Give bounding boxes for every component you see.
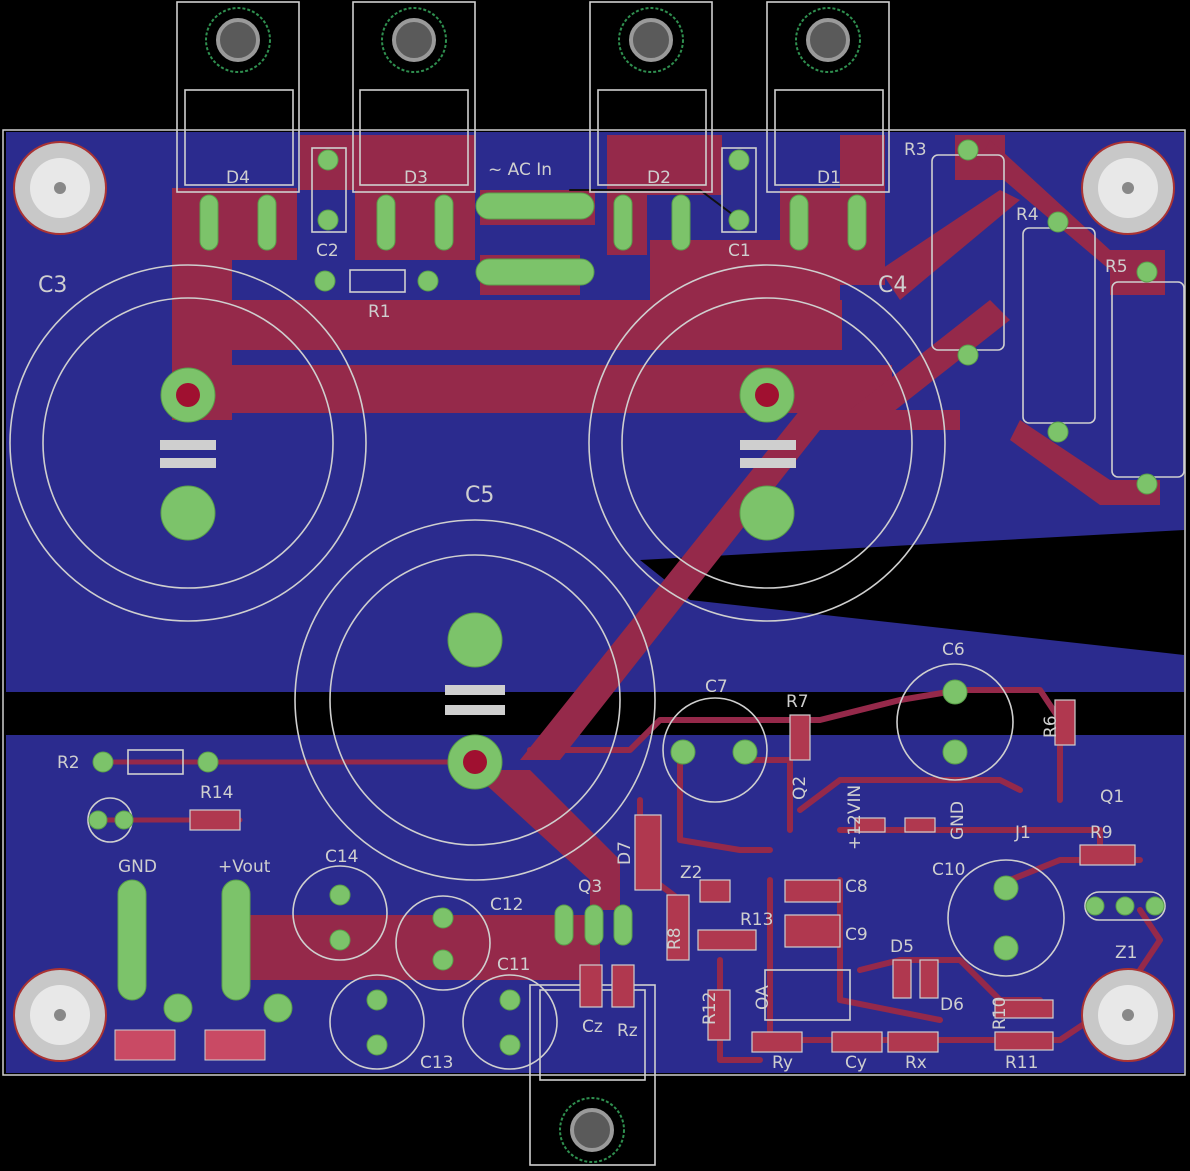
label-r4: R4 [1016, 205, 1039, 225]
label-d3: D3 [404, 168, 428, 188]
q3-footprint [554, 904, 633, 946]
label-r2: R2 [57, 753, 80, 773]
output-terminals [114, 879, 293, 1061]
d4-package [176, 1, 300, 251]
ac-in-connector [475, 192, 595, 286]
label-r3: R3 [904, 140, 927, 160]
label-r7: R7 [786, 692, 809, 712]
smd-parts [579, 699, 1136, 1053]
c13-footprint [329, 974, 425, 1070]
silkscreen-labels: ~ AC In D4 D3 D2 D1 C2 C1 R1 R3 R4 R5 C3… [38, 140, 1137, 1073]
label-d2: D2 [647, 168, 671, 188]
label-gnd-right: GND [948, 801, 968, 840]
c1-footprint [721, 147, 757, 233]
label-cz: Cz [582, 1017, 603, 1037]
mounting-holes [13, 141, 1175, 1062]
label-q3: Q3 [578, 877, 602, 897]
label-rz: Rz [617, 1021, 638, 1041]
label-j1: J1 [1014, 823, 1031, 843]
label-r13: R13 [740, 910, 773, 930]
d2-package [589, 1, 713, 251]
label-r1: R1 [368, 302, 391, 322]
label-d4: D4 [226, 168, 250, 188]
label-c12: C12 [490, 895, 524, 915]
label-d5: D5 [890, 937, 914, 957]
mounting-hole-top-left [13, 141, 107, 235]
c2-footprint [311, 147, 347, 233]
label-c6: C6 [942, 640, 965, 660]
z1-footprint [1084, 891, 1166, 921]
label-z2: Z2 [680, 863, 702, 883]
c12-footprint [395, 895, 491, 991]
label-c5: C5 [465, 483, 494, 508]
r1-footprint [314, 269, 439, 293]
c5-footprint [294, 519, 656, 881]
c3-footprint [9, 264, 367, 622]
label-c13: C13 [420, 1053, 454, 1073]
label-vout: +Vout [218, 857, 271, 877]
d1-package [766, 1, 890, 251]
r4-footprint [1022, 211, 1096, 443]
label-12vin: +12VIN [845, 785, 865, 850]
label-r10: R10 [990, 997, 1010, 1030]
c7-footprint [662, 697, 768, 803]
mounting-hole-bottom-right [1081, 968, 1175, 1062]
label-r5: R5 [1105, 257, 1128, 277]
label-c1: C1 [728, 241, 751, 261]
label-gnd-left: GND [118, 857, 157, 877]
label-d7: D7 [615, 841, 635, 865]
label-q2: Q2 [790, 776, 810, 800]
label-c14: C14 [325, 847, 359, 867]
isolation-strip-right [640, 530, 1184, 655]
label-r6: R6 [1041, 715, 1061, 738]
label-c9: C9 [845, 925, 868, 945]
label-r9: R9 [1090, 823, 1113, 843]
r5-footprint [1111, 261, 1185, 495]
c14-footprint [292, 865, 388, 961]
r14-footprint [189, 809, 241, 831]
c10-footprint [947, 859, 1065, 977]
label-c3: C3 [38, 273, 67, 298]
c4-footprint [588, 264, 946, 622]
c11-footprint [462, 974, 558, 1070]
r3-footprint [931, 139, 1005, 366]
label-rx: Rx [905, 1053, 927, 1073]
label-c2: C2 [316, 241, 339, 261]
label-q1: Q1 [1100, 787, 1124, 807]
led-footprint [87, 797, 134, 843]
r2-footprint [92, 749, 219, 775]
label-ry: Ry [772, 1053, 793, 1073]
board-outline [2, 129, 1186, 1076]
label-r14: R14 [200, 783, 233, 803]
isolation-strip-top [6, 692, 526, 735]
label-ac-in: ~ AC In [488, 160, 552, 180]
mounting-hole-top-right [1081, 141, 1175, 235]
label-c4: C4 [878, 273, 907, 298]
label-c10: C10 [932, 860, 966, 880]
label-r11: R11 [1005, 1053, 1038, 1073]
diode-packages [176, 1, 890, 251]
label-c11: C11 [497, 955, 531, 975]
d3-package [352, 1, 476, 251]
label-c8: C8 [845, 877, 868, 897]
mounting-hole-bottom-left [13, 968, 107, 1062]
label-d1: D1 [817, 168, 841, 188]
label-z1: Z1 [1115, 943, 1137, 963]
label-d6: D6 [940, 995, 964, 1015]
label-r8: R8 [665, 927, 685, 950]
label-cy: Cy [845, 1053, 867, 1073]
label-r12: R12 [700, 992, 720, 1025]
label-c7: C7 [705, 677, 728, 697]
label-oa: OA [753, 985, 773, 1010]
c6-footprint [896, 663, 1014, 781]
